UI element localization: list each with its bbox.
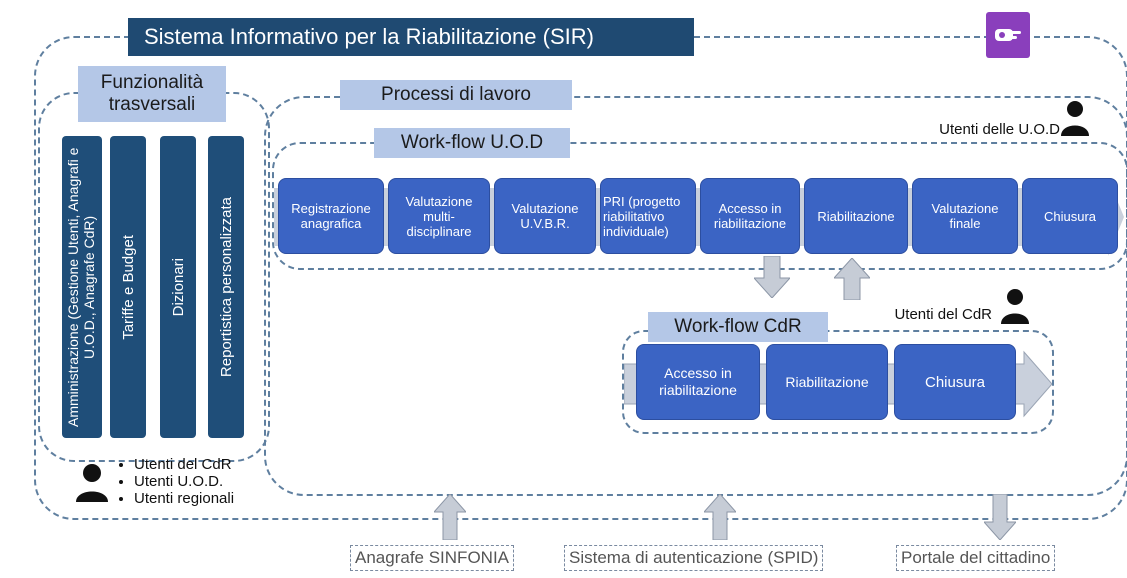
bar-tariffe-budget: Tariffe e Budget [110, 136, 146, 438]
arrow-down-icon [984, 494, 1016, 540]
cdr-step-riabilitazione: Riabilitazione [766, 344, 888, 420]
list-item: Utenti del CdR [134, 456, 288, 473]
external-portale-cittadino: Portale del cittadino [896, 545, 1056, 571]
uod-users-label: Utenti delle U.O.D [939, 121, 1060, 138]
step-chiusura: Chiusura [1022, 178, 1118, 254]
workflow-cdr-title: Work-flow CdR [648, 312, 828, 342]
step-valutazione-multidisciplinare: Valutazione multi-disciplinare [388, 178, 490, 254]
cdr-users-label: Utenti del CdR [894, 306, 992, 323]
person-icon [1060, 100, 1090, 136]
arrow-down-icon [754, 256, 790, 298]
workflow-uod-title: Work-flow U.O.D [374, 128, 570, 158]
step-riabilitazione: Riabilitazione [804, 178, 908, 254]
cdr-step-accesso: Accesso in riabilitazione [636, 344, 760, 420]
step-registrazione: Registrazione anagrafica [278, 178, 384, 254]
users-list: Utenti del CdR Utenti U.O.D. Utenti regi… [118, 456, 288, 507]
step-pri: PRI (progetto riabilitativo individuale) [600, 178, 696, 254]
person-icon [1000, 288, 1030, 324]
arrow-up-icon [704, 494, 736, 540]
step-valutazione-finale: Valutazione finale [912, 178, 1018, 254]
hand-pointer-logo-icon [986, 12, 1030, 58]
processi-title: Processi di lavoro [340, 80, 572, 110]
arrow-up-icon [434, 494, 466, 540]
page-title: Sistema Informativo per la Riabilitazion… [128, 18, 694, 56]
list-item: Utenti regionali [134, 490, 288, 507]
external-spid: Sistema di autenticazione (SPID) [564, 545, 824, 571]
arrow-up-icon [834, 258, 870, 300]
cdr-step-chiusura: Chiusura [894, 344, 1016, 420]
bar-amministrazione: Amministrazione (Gestione Utenti, Anagra… [62, 136, 102, 438]
trasversali-title: Funzionalità trasversali [78, 66, 226, 122]
bar-dizionari: Dizionari [160, 136, 196, 438]
person-icon [74, 462, 110, 502]
step-accesso-riabilitazione: Accesso in riabilitazione [700, 178, 800, 254]
list-item: Utenti U.O.D. [134, 473, 288, 490]
workflow-cdr-frame [622, 330, 1054, 434]
step-valutazione-uvbr: Valutazione U.V.B.R. [494, 178, 596, 254]
bar-reportistica: Reportistica personalizzata [208, 136, 244, 438]
external-anagrafe-sinfonia: Anagrafe SINFONIA [350, 545, 515, 571]
